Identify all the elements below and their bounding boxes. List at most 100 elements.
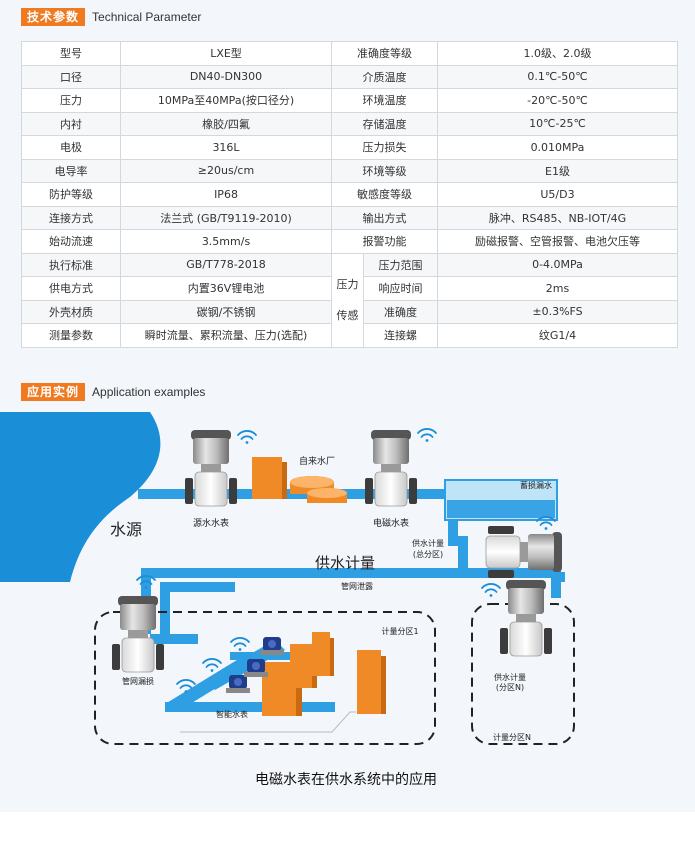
param-value: ≥20us/cm: [120, 158, 332, 183]
zone-1-buildings: [262, 632, 386, 716]
param-label: 敏感度等级: [331, 182, 438, 207]
param-label: 环境等级: [331, 158, 438, 183]
param-label: 准确度: [363, 299, 438, 324]
param-value: 励磁报警、空管报警、电池欠压等: [437, 229, 678, 254]
table-row: 连接方式法兰式 (GB/T9119-2010)输出方式脉冲、RS485、NB-I…: [21, 205, 678, 230]
param-label: 防护等级: [21, 182, 121, 207]
tech-section-tag: 技术参数: [21, 8, 86, 26]
param-label: 外壳材质: [21, 299, 121, 324]
param-label: 口径: [21, 64, 121, 89]
pipe-leak-label: 管网泄露: [341, 581, 373, 591]
param-label: 内衬: [21, 111, 121, 136]
tech-section-title: Technical Parameter: [92, 10, 202, 24]
zone-n-meter: [499, 579, 553, 657]
param-label: 电极: [21, 135, 121, 160]
water-source-river: [0, 412, 161, 582]
smart-meter: [226, 675, 250, 693]
wifi-icon: [237, 430, 257, 445]
param-value: U5/D3: [437, 182, 678, 207]
diagram-caption: 电磁水表在供水系统中的应用: [255, 771, 437, 788]
param-value: 10℃-25℃: [437, 111, 678, 136]
smart-meter-label: 智能水表: [216, 709, 248, 719]
param-value: 脉冲、RS485、NB-IOT/4G: [437, 205, 678, 230]
smart-meter: [244, 659, 268, 677]
wifi-icon: [417, 428, 437, 443]
zone-n-meter-label-1: 供水计量: [494, 672, 526, 682]
param-label: 响应时间: [363, 276, 438, 301]
param-value: 10MPa至40MPa(按口径分): [120, 88, 332, 113]
param-label: 压力范围: [363, 252, 438, 277]
app-section-title: Application examples: [92, 385, 206, 399]
param-value: 2ms: [437, 276, 678, 301]
param-label: 压力损失: [331, 135, 438, 160]
param-value: 316L: [120, 135, 332, 160]
param-value: 1.0级、2.0级: [437, 41, 678, 66]
param-label: 环境温度: [331, 88, 438, 113]
param-value: 橡胶/四氟: [120, 111, 332, 136]
merged-label-line-1: 压力: [336, 278, 359, 291]
param-value: 碳钢/不锈钢: [120, 299, 332, 324]
merged-label-line-2: 传感: [336, 309, 359, 322]
param-label: 执行标准: [21, 252, 121, 277]
param-value: 0.010MPa: [437, 135, 678, 160]
total-meter-label-2: (总分区): [413, 549, 443, 559]
waterworks-label: 自来水厂: [299, 455, 335, 467]
param-value: ±0.3%FS: [437, 299, 678, 324]
param-label: 压力: [21, 88, 121, 113]
em-meter-label: 电磁水表: [373, 517, 409, 529]
param-label: 电导率: [21, 158, 121, 183]
total-meter-label-1: 供水计量: [412, 538, 444, 548]
param-label: 测量参数: [21, 323, 121, 348]
application-diagram: 水源 蓄损漏水: [0, 412, 575, 788]
waterworks: [252, 457, 347, 503]
source-meter-label: 源水水表: [193, 517, 229, 529]
param-value: 0.1℃-50℃: [437, 64, 678, 89]
zone-1-label: 计量分区1: [381, 626, 418, 636]
param-value: 法兰式 (GB/T9119-2010): [120, 205, 332, 230]
param-value: LXE型: [120, 41, 332, 66]
param-label: 输出方式: [331, 205, 438, 230]
param-value: IP68: [120, 182, 332, 207]
app-section-header: 应用实例 Application examples: [21, 382, 205, 402]
param-label: 报警功能: [331, 229, 438, 254]
param-value: DN40-DN300: [120, 64, 332, 89]
table-row: 测量参数瞬时流量、累积流量、压力(选配)连接螺纹G1/4: [21, 323, 678, 348]
pressure-sensor-merged-label: 压力传感: [331, 252, 364, 348]
zone-n-label: 计量分区N: [493, 732, 531, 742]
param-value: 0-4.0MPa: [437, 252, 678, 277]
param-label: 准确度等级: [331, 41, 438, 66]
supply-main-label: 供水计量: [315, 554, 375, 572]
storage-label: 蓄损漏水: [520, 480, 552, 490]
param-value: 瞬时流量、累积流量、压力(选配): [120, 323, 332, 348]
leak-meter-label: 管网漏损: [122, 676, 154, 686]
param-label: 连接螺: [363, 323, 438, 348]
zone-n-meter-label-2: (分区N): [496, 683, 524, 692]
param-value: -20℃-50℃: [437, 88, 678, 113]
tech-section-header: 技术参数 Technical Parameter: [21, 7, 201, 27]
source-meter: [184, 429, 238, 507]
param-value: 3.5mm/s: [120, 229, 332, 254]
app-section-tag: 应用实例: [21, 383, 86, 401]
param-value: 内置36V锂电池: [120, 276, 332, 301]
param-value: GB/T778-2018: [120, 252, 332, 277]
param-label: 型号: [21, 41, 121, 66]
param-label: 存储温度: [331, 111, 438, 136]
wifi-icon: [481, 583, 501, 598]
param-value: E1级: [437, 158, 678, 183]
param-label: 始动流速: [21, 229, 121, 254]
param-label: 连接方式: [21, 205, 121, 230]
wifi-icon: [230, 637, 250, 652]
param-label: 供电方式: [21, 276, 121, 301]
wifi-icon: [202, 658, 222, 673]
